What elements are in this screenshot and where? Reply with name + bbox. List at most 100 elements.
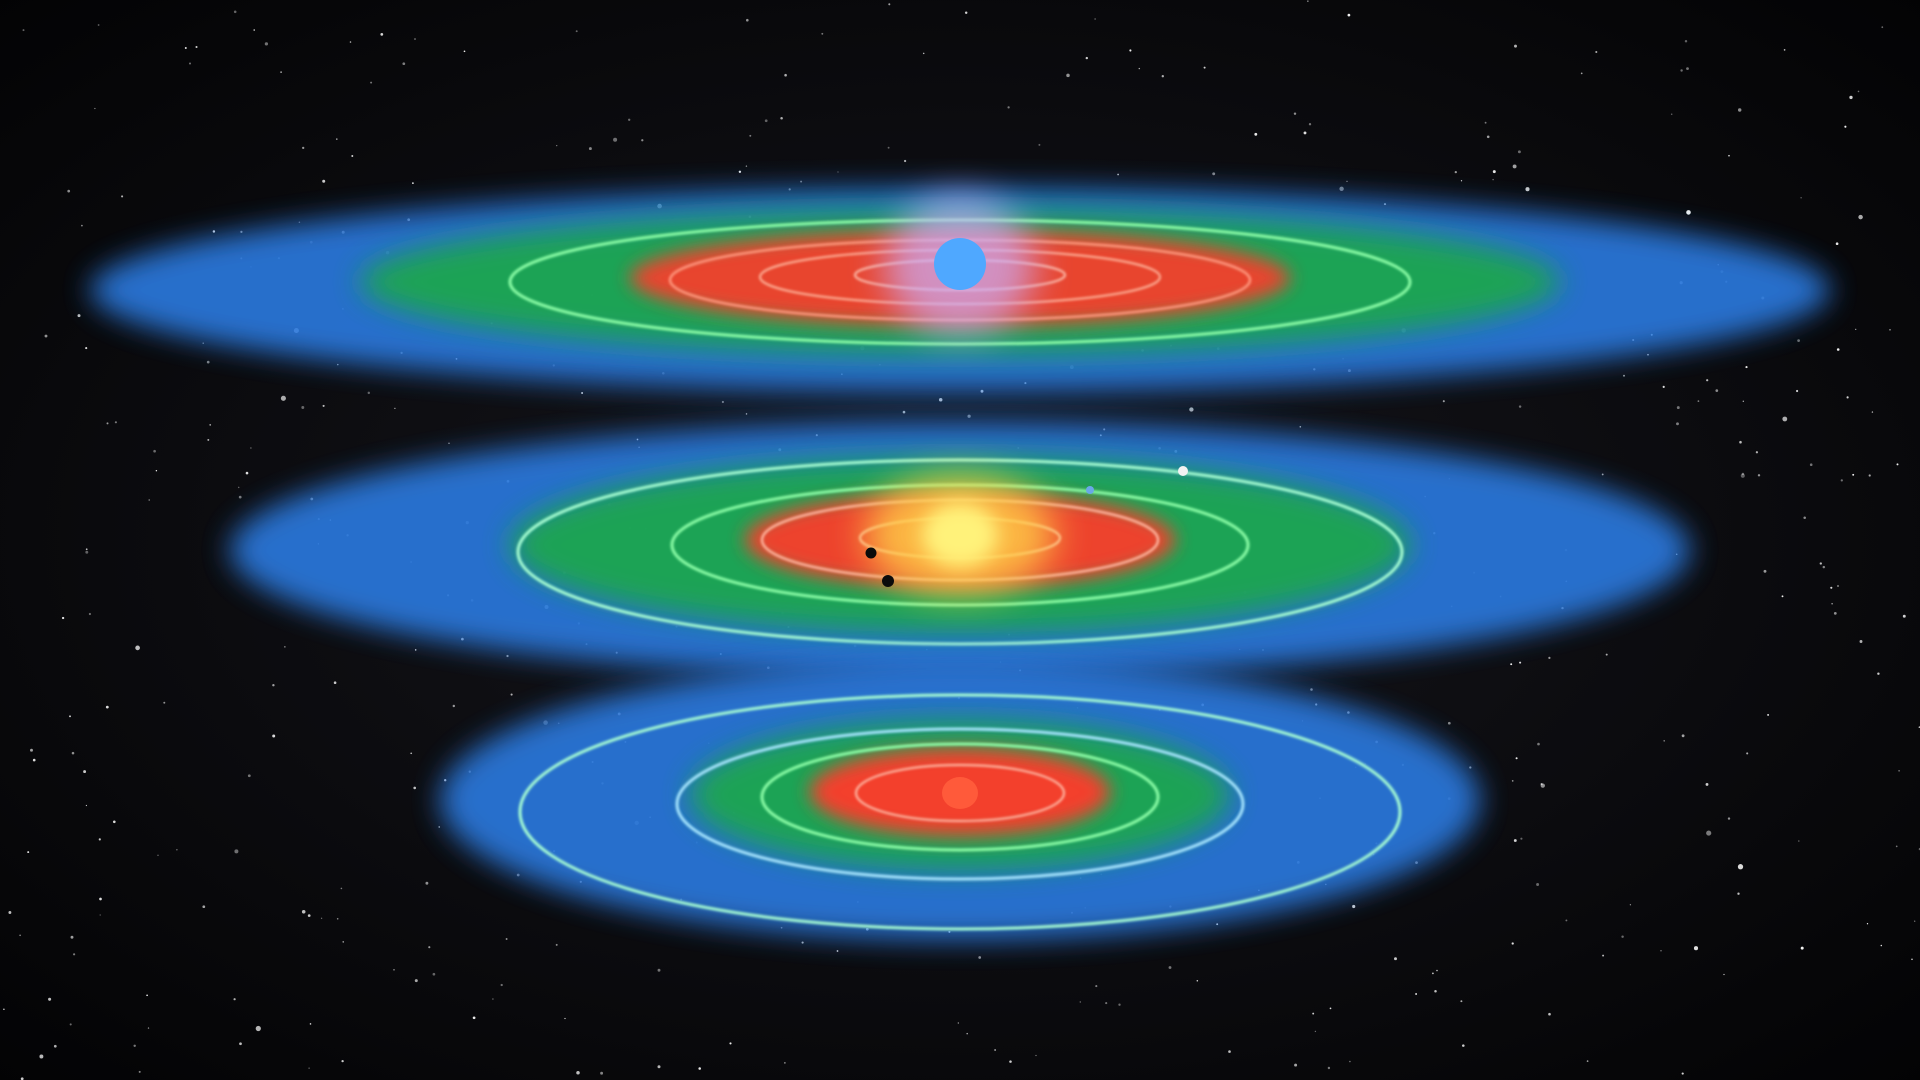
background-star xyxy=(402,62,406,66)
background-star xyxy=(1757,474,1761,477)
background-star xyxy=(448,442,450,445)
background-star xyxy=(1303,131,1307,135)
background-star xyxy=(1681,1072,1684,1075)
background-star xyxy=(1693,946,1699,951)
background-star xyxy=(1329,1007,1332,1010)
background-star xyxy=(821,32,824,35)
background-star xyxy=(99,897,102,901)
background-star xyxy=(1009,1060,1012,1063)
white-planet-icon xyxy=(1178,466,1188,476)
background-star xyxy=(588,147,592,151)
background-star xyxy=(1105,1002,1108,1005)
background-star xyxy=(340,887,343,890)
background-star xyxy=(1742,400,1744,402)
background-star xyxy=(414,649,417,651)
background-star xyxy=(1737,892,1740,895)
background-star xyxy=(1347,13,1351,17)
background-star xyxy=(1837,585,1839,587)
background-star xyxy=(1196,980,1199,982)
background-star xyxy=(432,972,436,976)
background-star xyxy=(85,548,88,551)
background-star xyxy=(1513,839,1517,842)
background-star xyxy=(764,119,768,123)
background-star xyxy=(516,873,520,877)
background-star xyxy=(1629,904,1632,906)
background-star xyxy=(1486,135,1490,139)
background-star xyxy=(69,1023,72,1026)
background-star xyxy=(1168,966,1172,969)
background-star xyxy=(412,182,414,184)
background-star xyxy=(105,705,109,709)
background-star xyxy=(780,117,783,120)
background-star xyxy=(1868,474,1871,477)
background-star xyxy=(1007,106,1010,109)
background-star xyxy=(564,1017,566,1020)
background-star xyxy=(1540,783,1543,786)
background-star xyxy=(1511,942,1514,945)
background-star xyxy=(88,612,91,616)
background-star xyxy=(1514,44,1517,48)
background-star xyxy=(510,693,513,696)
background-star xyxy=(280,395,286,401)
background-star xyxy=(135,645,140,651)
background-star xyxy=(837,171,839,173)
background-star xyxy=(153,449,156,453)
system-cool-star xyxy=(440,660,1480,940)
background-star xyxy=(1763,569,1767,573)
background-star xyxy=(1680,69,1683,72)
background-star xyxy=(1715,389,1719,392)
background-star xyxy=(77,314,81,318)
background-star xyxy=(272,734,276,738)
background-star xyxy=(307,914,311,917)
background-star xyxy=(1442,400,1445,403)
background-star xyxy=(85,550,89,554)
background-star xyxy=(1492,170,1496,174)
background-star xyxy=(202,905,206,909)
background-star xyxy=(1741,472,1745,476)
background-star xyxy=(121,195,124,198)
background-star xyxy=(30,748,33,752)
background-star xyxy=(1660,950,1662,952)
background-star xyxy=(1676,406,1680,410)
background-star xyxy=(1601,473,1604,476)
background-star xyxy=(1189,407,1194,412)
background-star xyxy=(1706,830,1712,836)
background-star xyxy=(1327,1066,1331,1070)
background-star xyxy=(247,774,251,778)
background-star xyxy=(1902,614,1906,618)
background-star xyxy=(1723,973,1725,976)
background-star xyxy=(1676,422,1679,426)
background-star xyxy=(1536,883,1540,886)
background-star xyxy=(1035,1054,1037,1057)
background-star xyxy=(32,758,36,762)
background-star xyxy=(555,943,558,946)
background-star xyxy=(1129,49,1132,52)
background-star xyxy=(272,684,275,687)
background-star xyxy=(133,1044,136,1048)
background-star xyxy=(801,941,804,944)
background-star xyxy=(784,1062,786,1064)
background-star xyxy=(729,1042,732,1045)
background-star xyxy=(1515,757,1518,760)
background-star xyxy=(1346,180,1348,183)
orbit-ring xyxy=(516,458,1404,646)
background-star xyxy=(237,486,240,489)
background-star xyxy=(81,224,83,227)
background-star xyxy=(1727,817,1731,820)
background-star xyxy=(44,334,48,338)
background-star xyxy=(322,179,326,183)
background-star xyxy=(1602,954,1605,957)
background-star xyxy=(1889,328,1891,331)
background-star xyxy=(887,146,890,149)
background-star xyxy=(94,107,96,110)
background-star xyxy=(1835,242,1839,246)
background-star xyxy=(745,413,748,415)
background-star xyxy=(1783,49,1786,51)
orbit-ring xyxy=(760,742,1160,852)
background-star xyxy=(349,41,352,43)
background-star xyxy=(1800,197,1802,199)
background-star xyxy=(1094,18,1096,20)
background-star xyxy=(238,495,242,499)
background-star xyxy=(613,137,618,142)
background-star xyxy=(1079,1001,1082,1003)
